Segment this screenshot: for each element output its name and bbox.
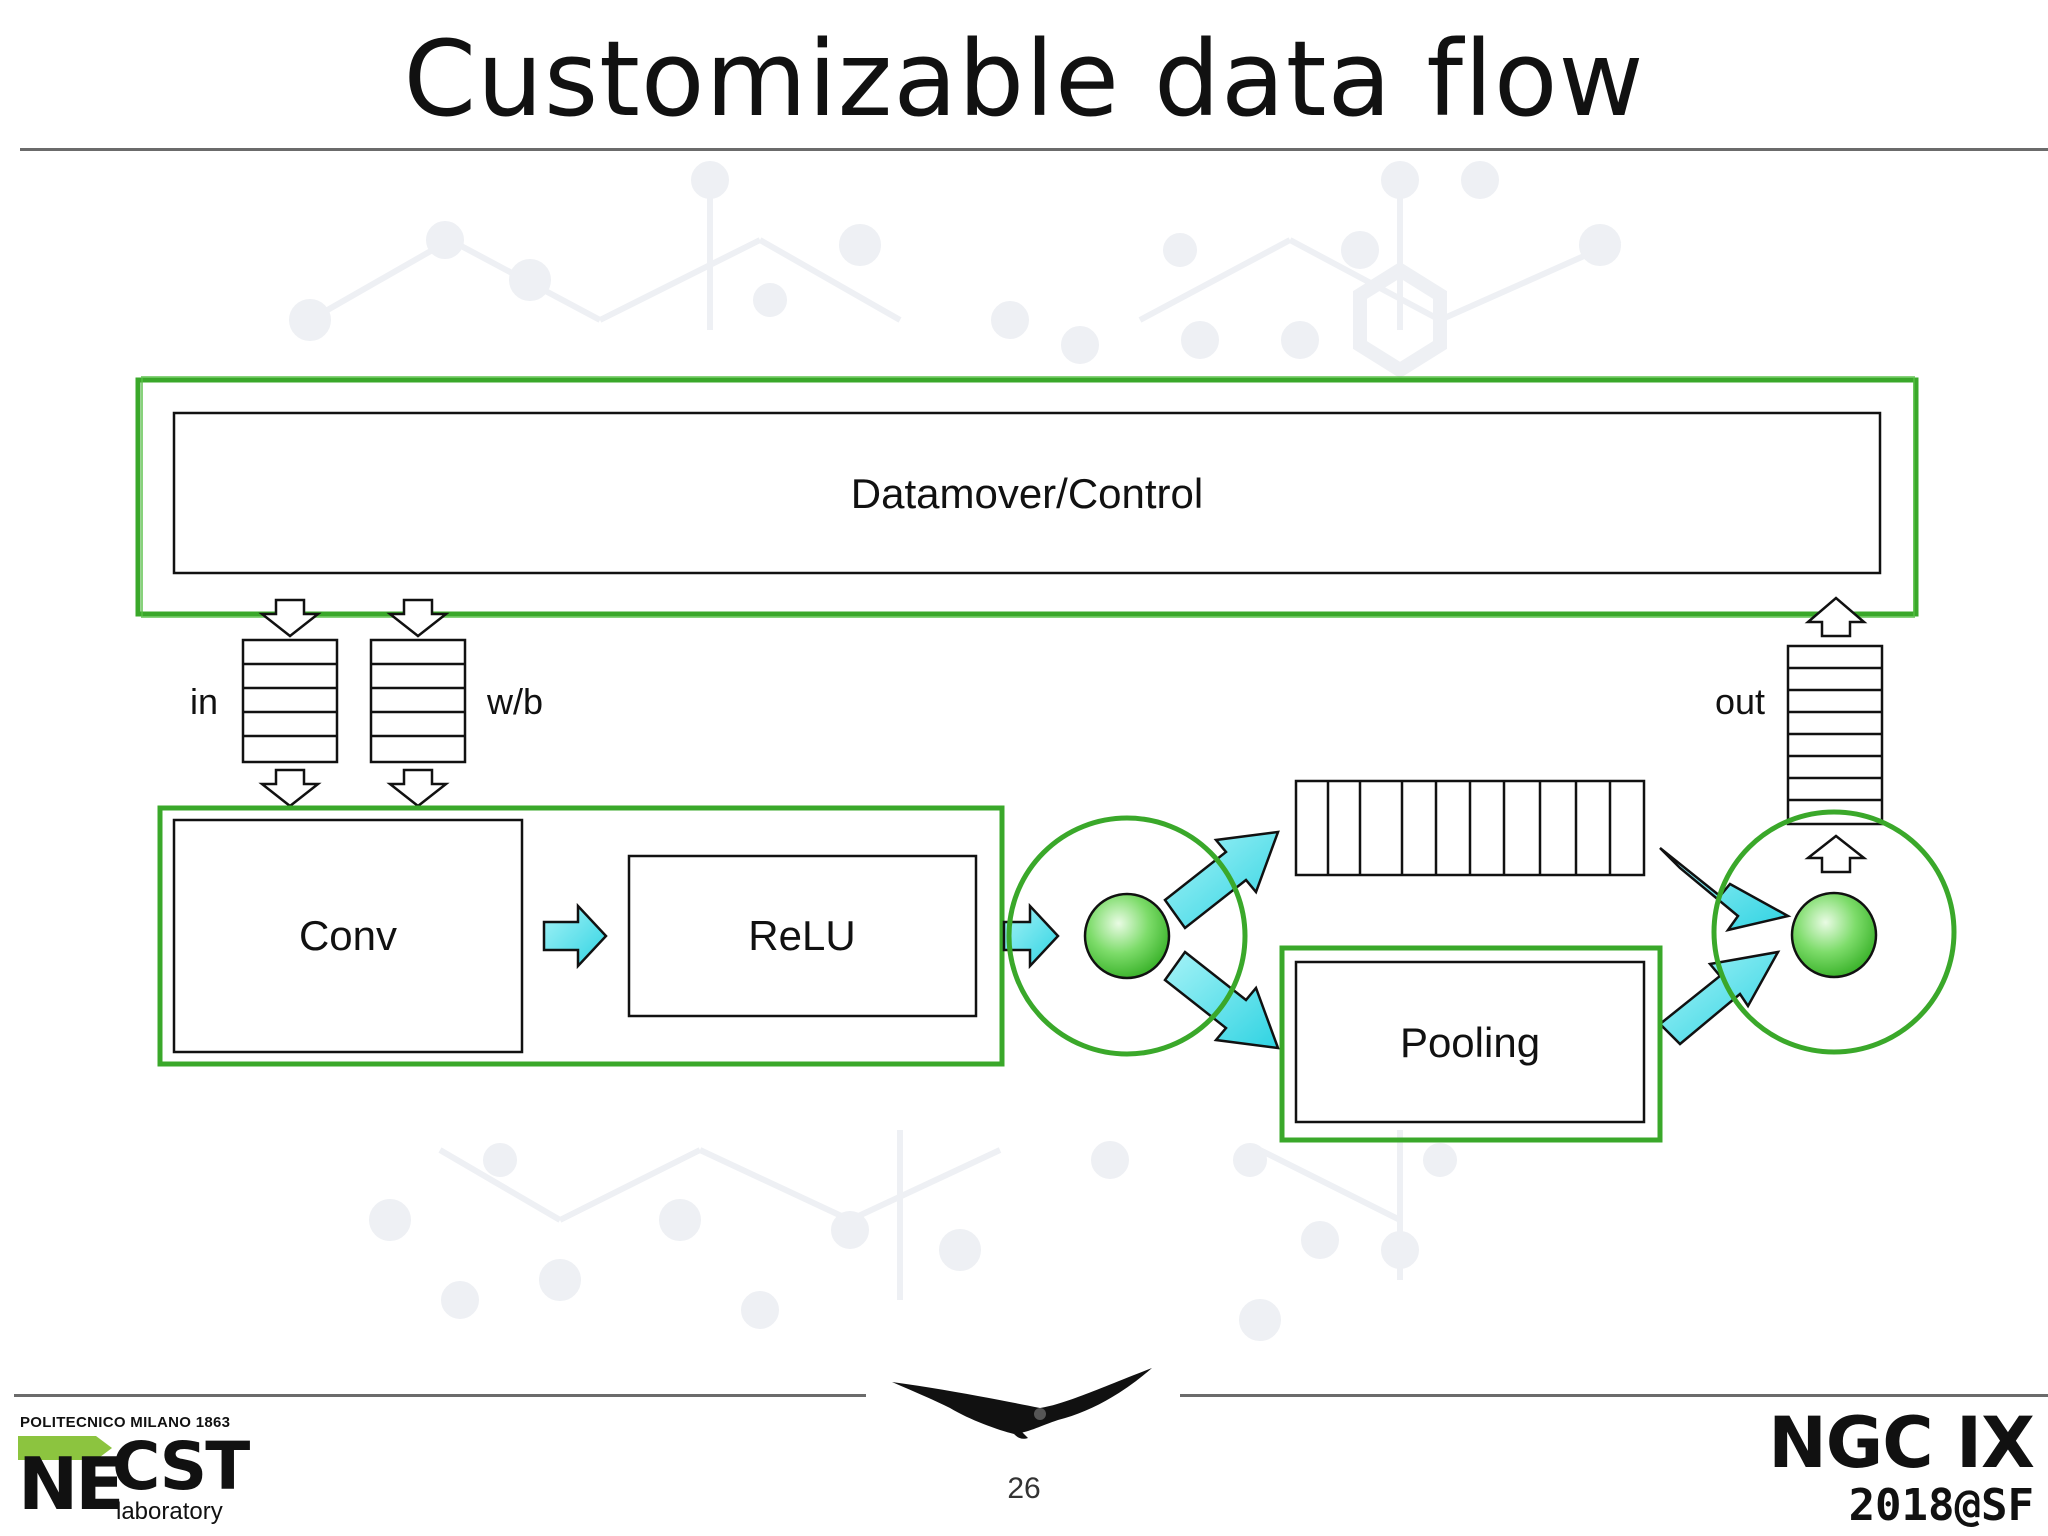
datamover-control-label: Datamover/Control [851, 470, 1203, 517]
footer-divider-right [1180, 1394, 2048, 1397]
footer-divider-left [14, 1394, 866, 1397]
up-arrow-icon [1804, 596, 1868, 874]
event-title: NGC IX [1768, 1402, 2035, 1484]
conv-label: Conv [299, 912, 397, 959]
line-buffer [1294, 779, 1646, 877]
slide-title: Customizable data flow [403, 18, 1645, 140]
merge-ring [1711, 809, 1957, 1055]
fifo-in [241, 638, 339, 764]
datamover-highlight [135, 377, 1919, 617]
relu-label: ReLU [748, 912, 855, 959]
lab-logo-ne: NE [18, 1442, 124, 1526]
lab-logo-cst: CST [112, 1428, 250, 1505]
fifo-out-label: out [1715, 681, 1765, 722]
page-number: 26 [1007, 1472, 1041, 1505]
necst-flag-icon [18, 1436, 112, 1460]
fifo-out [1786, 644, 1884, 826]
dataflow-diagram: Datamover/Control in w/b [135, 376, 1957, 1143]
fifo-in-label: in [190, 681, 218, 722]
fifo-wb [369, 638, 467, 764]
splitter-node [1083, 892, 1171, 980]
conv-box [172, 818, 524, 1054]
pooling-box [1294, 960, 1646, 1124]
relu-box [627, 854, 978, 1018]
condor-logo [892, 1368, 1152, 1439]
diagonal-arrow-icon [1163, 830, 1792, 1050]
institution-name: POLITECNICO MILANO 1863 [20, 1414, 231, 1431]
merge-node [1790, 891, 1878, 979]
title-divider [20, 148, 2048, 151]
down-arrow-icon [258, 598, 450, 808]
lab-logo-sub: laboratory [116, 1498, 223, 1525]
conv-relu-highlight [157, 805, 1005, 1067]
pooling-label: Pooling [1400, 1019, 1540, 1066]
datamover-highlight-sketch [141, 376, 1915, 618]
pooling-highlight [1279, 945, 1663, 1143]
fifo-wb-label: w/b [486, 681, 543, 722]
event-subtitle: 2018@SF [1848, 1480, 2034, 1531]
splitter-ring [1006, 815, 1248, 1057]
datamover-control-box [172, 411, 1882, 575]
